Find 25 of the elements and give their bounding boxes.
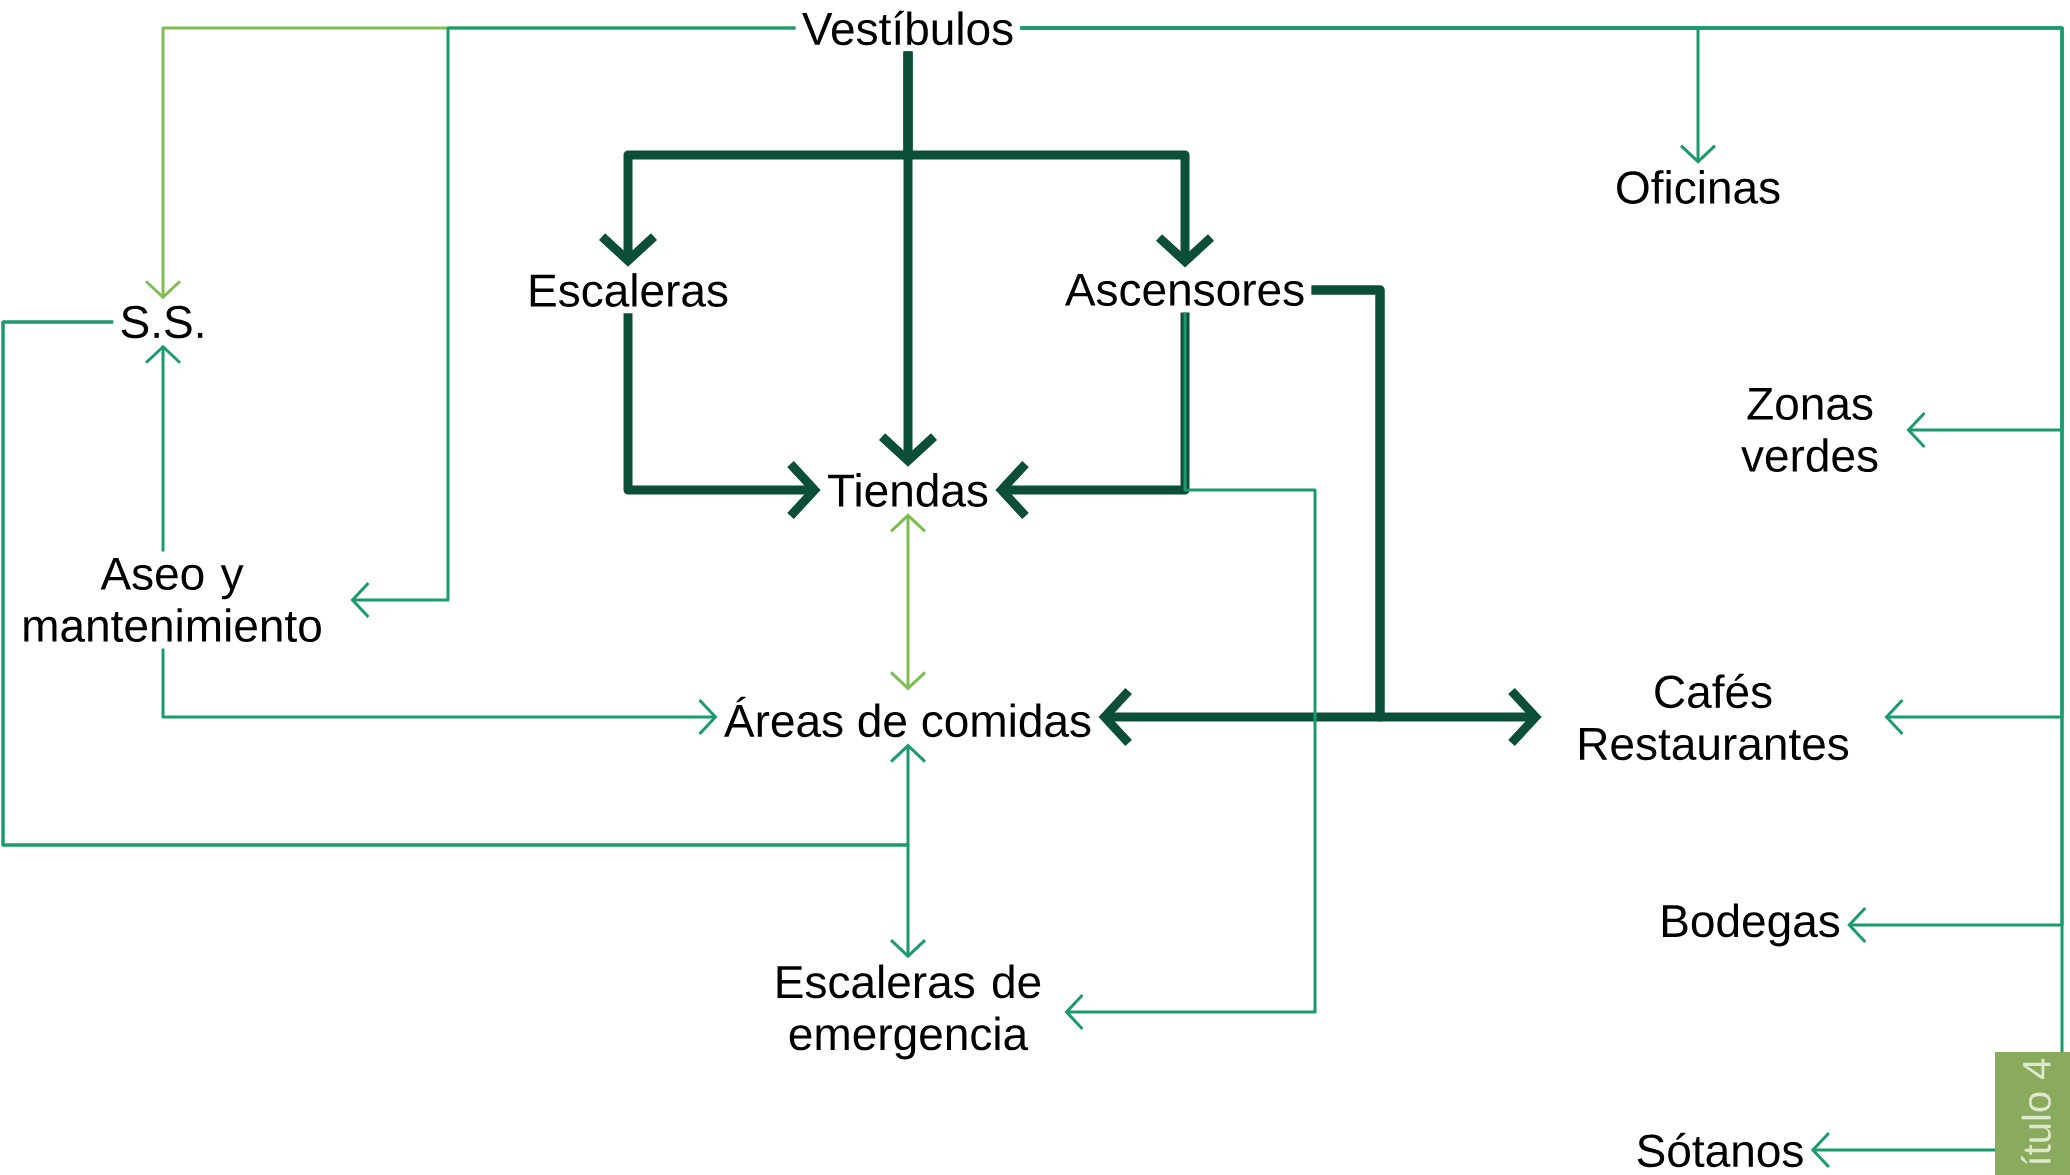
node-label: Sótanos	[1637, 1132, 1803, 1168]
arrow	[161, 648, 718, 736]
node-label: Tiendas	[828, 473, 988, 507]
chapter-tab: ítulo 4	[1995, 1052, 2070, 1175]
node-label: Oficinas	[1617, 170, 1780, 204]
arrow	[1, 320, 927, 959]
node-label: Áreas de comidas	[724, 696, 1091, 738]
node-label: Escaleras de emergencia	[777, 964, 1041, 1060]
arrow	[1064, 312, 1317, 1031]
node-label: Vestíbulos	[802, 10, 1013, 46]
arrow	[890, 513, 927, 691]
node-label: Escaleras	[530, 273, 728, 307]
arrow	[995, 312, 1190, 520]
arrow	[623, 313, 821, 520]
node-label: S.S.	[121, 305, 203, 339]
arrow	[145, 344, 182, 552]
node-label: Cafés Restaurantes	[1580, 673, 1849, 761]
arrow	[1311, 285, 1542, 747]
node-label: Zonas verdes	[1741, 387, 1878, 473]
node-label: Ascensores	[1064, 273, 1304, 307]
arrow	[350, 26, 796, 619]
arrow	[1020, 26, 2064, 1169]
node-label: Bodegas	[1663, 903, 1840, 947]
arrow	[878, 51, 938, 467]
node-label: Aseo y mantenimiento	[24, 557, 321, 643]
